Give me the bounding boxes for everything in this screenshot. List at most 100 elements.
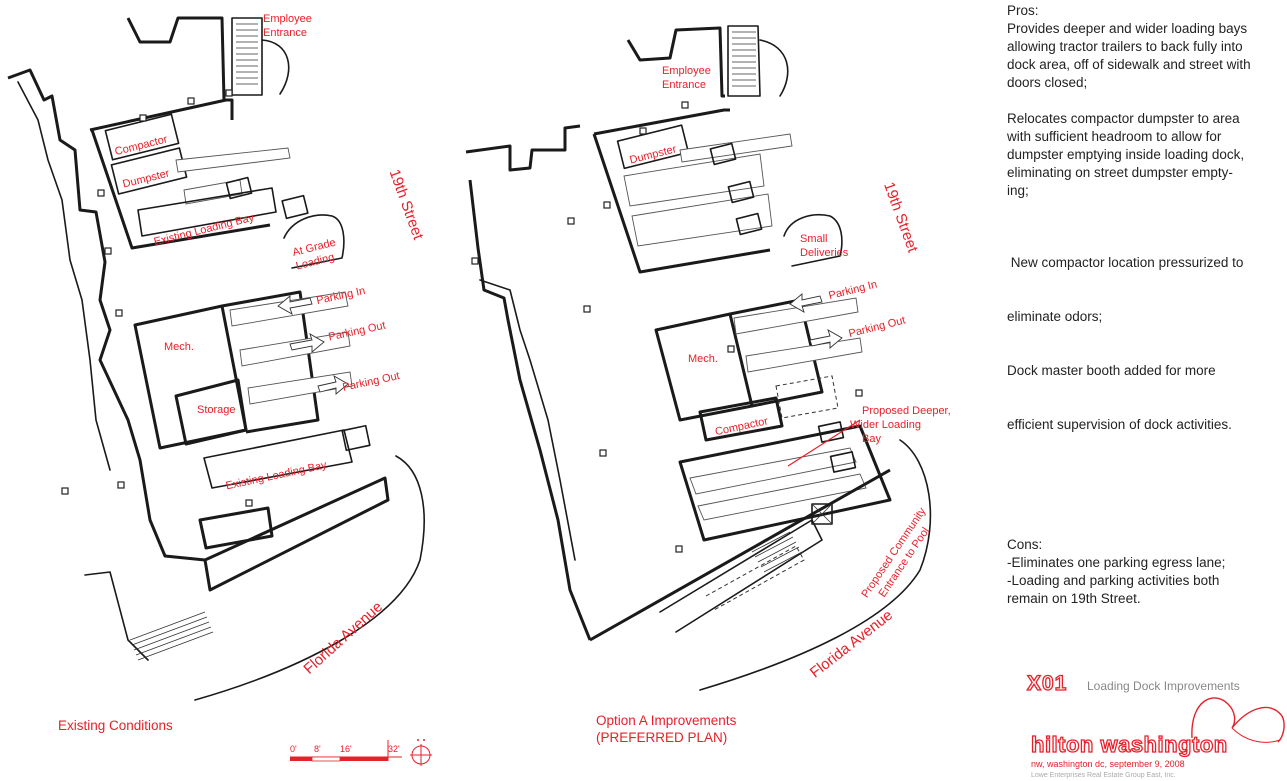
label-storage: Storage [197,404,236,416]
scale-tick-8: 8' [314,744,321,754]
notes-line: New compactor location pressurized to [1007,255,1244,270]
option-bay-lane-2 [697,473,867,521]
existing-florida-ave-curb [194,455,425,701]
existing-ramp-structure [198,506,274,550]
label-at-grade-loading: At GradeLoading [291,237,340,273]
cons-item: -Eliminates one parking egress lane; [1007,555,1226,570]
option-a-caption-line: Option A Improvements [596,713,737,728]
notes-spacer [1007,488,1282,536]
option-column [599,449,607,457]
option-parking-lane-2 [745,337,863,373]
notes-line: Relocates compactor dumpster to area [1007,111,1240,126]
existing-dock-west-wall [90,129,271,250]
existing-south-stair [129,611,214,661]
scale-bar-segment [340,757,388,761]
existing-column [104,247,112,255]
existing-loading-bay-top-strip [137,187,277,237]
option-entrance-curb [759,39,789,97]
option-column [727,345,735,353]
scale-bar-segment [290,757,312,761]
option-parking-lane-1 [733,297,859,335]
option-top-west-wall [465,124,581,172]
notes-panel: Pros: Provides deeper and wider loading … [1007,2,1282,608]
notes-line: Provides deeper and wider loading bays [1007,21,1248,36]
option-new-loading-bay [678,424,892,542]
existing-loading-bay-bottom-strip [203,429,353,489]
option-column [855,389,863,397]
option-truck-4 [817,421,845,443]
option-south-building-edge [589,468,891,642]
notes-line: eliminating on street dumpster empty- [1007,165,1233,180]
label-community-entrance: Proposed CommunityEntrance to Pool [859,505,940,608]
existing-lane-1 [175,147,291,173]
option-a-caption: Option A Improvements (PREFERRED PLAN) [596,712,736,746]
option-dock-north-wall [593,108,730,136]
option-booth-dashed [775,375,839,419]
option-column [681,101,689,109]
notes-line: doors closed; [1007,75,1088,90]
label-mech: Mech. [164,341,194,353]
existing-column [245,499,253,507]
option-community-booth [811,503,833,525]
label-19th-street-right: 19th Street [880,180,921,256]
existing-truck-1 [225,176,253,200]
existing-column [117,481,125,489]
existing-conditions-caption: Existing Conditions [58,718,173,733]
scale-tick-16: 16' [340,744,352,754]
sheet-title: Loading Dock Improvements [1087,679,1240,693]
option-truck-2 [727,180,755,204]
option-loading-bay-1 [623,153,765,207]
existing-south-building-edge [203,476,390,592]
option-top-wall [626,26,725,98]
parking-out-arrow-icon [809,329,843,349]
option-entrance-stair [727,25,761,97]
option-small-deliveries-curb [783,214,843,267]
notes-line: ing; [1007,183,1029,198]
label-florida-avenue-right: Florida Avenue [807,607,896,682]
cons-item: -Loading and parking activities both [1007,573,1220,588]
option-community-stair [751,531,803,573]
existing-truck-2 [281,194,309,220]
option-stair-treads [732,31,756,87]
existing-column [97,189,105,197]
option-community-ramp-dashed [705,545,805,611]
option-column [603,201,611,209]
option-community-booth-x [811,503,833,525]
notes-line: dock area, off of sidewalk and street wi… [1007,57,1251,72]
existing-column [115,309,123,317]
option-truck-5 [829,451,857,473]
project-name: hilton washington [1030,731,1228,757]
existing-west-wall [7,68,206,562]
parking-in-arrow-icon [789,293,823,313]
label-compactor: Compactor [114,133,169,158]
option-lane-1 [679,133,793,163]
option-dock-west-wall [592,133,771,274]
notes-line: allowing tractor trailers to back fully … [1007,39,1243,54]
existing-entrance-stair [231,17,263,96]
north-arrow-icon [410,739,432,766]
existing-truck-3 [341,424,371,452]
option-column [471,257,479,265]
option-west-wall [468,179,592,641]
existing-column [225,89,233,97]
option-truck-1 [709,142,737,166]
proposed-bay-leader [787,419,861,467]
option-community-walk [659,519,823,633]
option-column [639,127,647,135]
option-column [583,305,591,313]
label-19th-street-left: 19th Street [386,167,427,243]
existing-stair-treads [236,23,258,85]
existing-dock-north-wall [89,98,234,132]
label-option-parking-out: Parking Out [847,314,906,340]
option-column [567,217,575,225]
scale-tick-0: 0' [290,744,297,754]
label-parking-out-1: Parking Out [327,320,386,344]
existing-compactor-box [104,113,180,161]
notes-line: Dock master booth added for more [1007,363,1216,378]
pros-item-2: Relocates compactor dumpster to area wit… [1007,110,1282,200]
existing-column [139,114,147,122]
existing-parking-ramp-block [221,290,320,434]
